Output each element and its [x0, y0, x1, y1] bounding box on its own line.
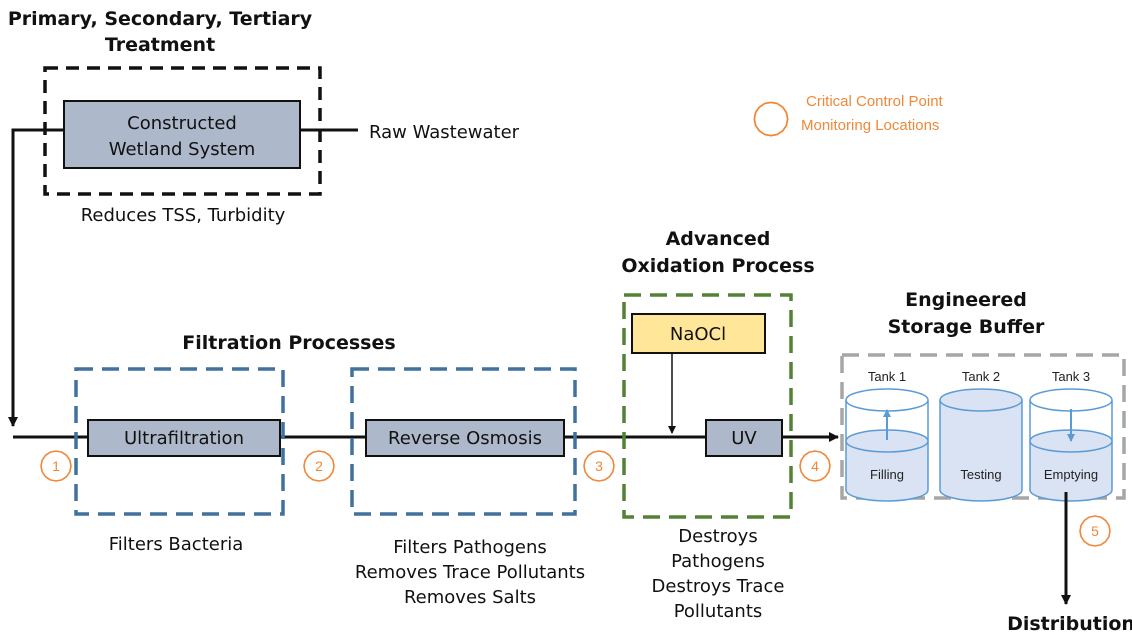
- tank-name: Tank 2: [962, 369, 1000, 384]
- control-point-4: 4: [799, 450, 831, 482]
- aop-description-line3: Destroys Trace: [652, 576, 785, 597]
- filtration-heading: Filtration Processes: [182, 332, 395, 354]
- control-point-number: 4: [811, 458, 819, 474]
- aop-heading-line2: Oxidation Process: [621, 255, 814, 277]
- tank-status: Testing: [960, 467, 1001, 482]
- control-point-number: 5: [1091, 523, 1099, 539]
- uv-box: [705, 419, 783, 457]
- control-point-5: 5: [1079, 515, 1111, 547]
- legend-control-point-icon: [753, 101, 789, 137]
- legend-line2: Monitoring Locations: [801, 117, 939, 134]
- ro-description-line1: Filters Pathogens: [393, 537, 547, 558]
- wetland-label-line1: Constructed: [127, 113, 237, 134]
- control-point-2: 2: [303, 450, 335, 482]
- reverse-osmosis-dashed-frame: [350, 367, 577, 516]
- tank-outline: [1029, 400, 1113, 502]
- tank-top: [939, 388, 1023, 412]
- aop-description-line4: Pollutants: [674, 601, 763, 622]
- aop-description-line1: Destroys: [678, 526, 757, 547]
- wetland-system-box: [63, 100, 301, 169]
- tank-status: Filling: [870, 467, 904, 482]
- tank-name: Tank 1: [868, 369, 906, 384]
- distribution-label: Distribution: [1007, 613, 1132, 635]
- naocl-box: [631, 313, 766, 354]
- control-point-3: 3: [583, 450, 615, 482]
- wetland-label-line2: Wetland System: [109, 139, 256, 160]
- tank-outline: [939, 400, 1023, 502]
- tank-1: Tank 1 Filling: [845, 369, 929, 502]
- control-point-number: 1: [52, 458, 60, 474]
- reverse-osmosis-box: [365, 419, 565, 457]
- tank-2: Tank 2 Testing: [939, 369, 1023, 502]
- uv-label: UV: [731, 428, 757, 449]
- tank-top: [845, 388, 929, 412]
- raw-wastewater-label: Raw Wastewater: [369, 122, 520, 143]
- control-point-1: 1: [40, 450, 72, 482]
- tank-water: [846, 441, 928, 501]
- ro-description-line3: Removes Salts: [404, 587, 536, 608]
- storage-heading-line2: Storage Buffer: [888, 316, 1045, 338]
- ultrafiltration-dashed-frame: [74, 367, 285, 516]
- tank-name: Tank 3: [1052, 369, 1090, 384]
- storage-dashed-frame: [840, 353, 1126, 500]
- aop-heading-line1: Advanced: [666, 228, 771, 250]
- reverse-osmosis-label: Reverse Osmosis: [388, 428, 542, 449]
- tank-top: [1029, 388, 1113, 412]
- storage-heading-line1: Engineered: [905, 289, 1027, 311]
- control-point-number: 3: [595, 458, 603, 474]
- aop-dashed-frame: [622, 293, 793, 519]
- aop-description-line2: Pathogens: [671, 551, 765, 572]
- tank-status: Emptying: [1044, 467, 1098, 482]
- wetland-outflow-arrow: [8, 128, 64, 427]
- tank-outline: [845, 400, 929, 502]
- tank-3: Tank 3 Emptying: [1029, 369, 1113, 502]
- ultrafiltration-label: Ultrafiltration: [124, 428, 244, 449]
- treatment-heading-line1: Primary, Secondary, Tertiary: [8, 8, 313, 30]
- legend-line1: Critical Control Point: [806, 93, 944, 110]
- legend: Critical Control Point Monitoring Locati…: [753, 93, 944, 137]
- treatment-heading-line2: Treatment: [105, 34, 215, 56]
- ultrafiltration-box: [87, 419, 281, 457]
- tank-water: [940, 400, 1022, 501]
- naocl-label: NaOCl: [670, 324, 726, 345]
- ro-description-line2: Removes Trace Pollutants: [355, 562, 585, 583]
- wetland-description: Reduces TSS, Turbidity: [81, 205, 286, 226]
- control-point-number: 2: [315, 458, 323, 474]
- tank-water: [1030, 441, 1112, 501]
- ultrafiltration-description: Filters Bacteria: [109, 534, 244, 555]
- tanks-group: Tank 1 Filling Tank 2 Testing Tank 3 Emptying: [845, 369, 1113, 502]
